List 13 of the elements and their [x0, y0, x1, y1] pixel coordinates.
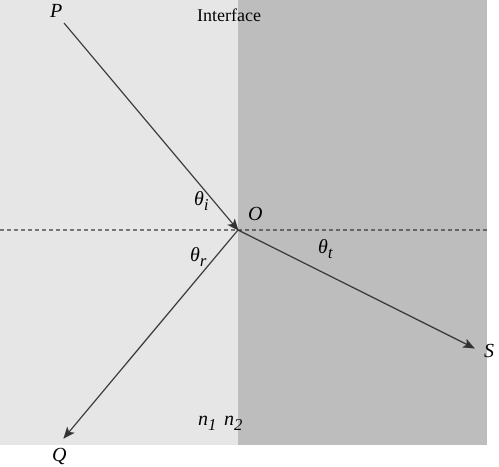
angle-label: θ$_{r}$: [190, 244, 206, 272]
light-ray-arrow: [63, 230, 238, 439]
interface-label: Interface: [197, 4, 261, 26]
angle-label: θ$_{t}$: [318, 236, 332, 264]
point-label: O: [248, 203, 262, 225]
refractive-index-label: n$_{2}$: [224, 408, 242, 436]
light-ray-arrow: [238, 229, 475, 349]
point-label: P: [50, 0, 62, 22]
refractive-index-label: n$_{1}$: [198, 408, 216, 436]
point-label: S: [484, 340, 494, 362]
angle-label: θ$_{i}$: [194, 188, 208, 216]
light-ray-arrow: [64, 22, 239, 231]
point-label: Q: [52, 444, 66, 466]
